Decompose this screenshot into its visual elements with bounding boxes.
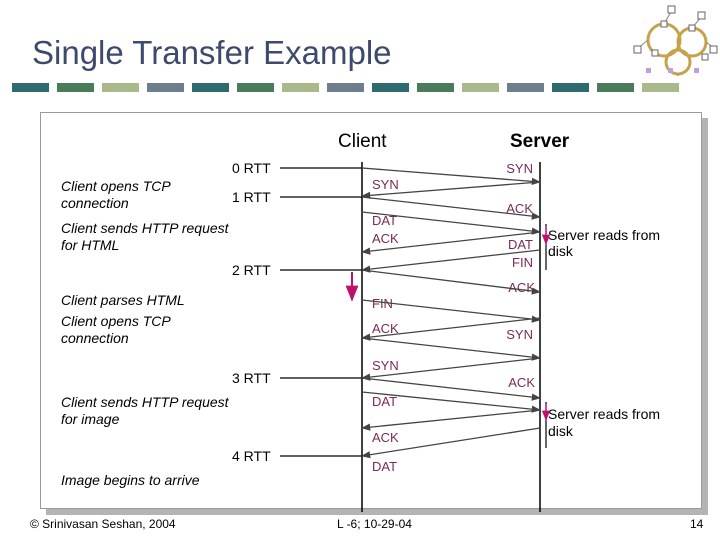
message-label: SYN bbox=[506, 161, 533, 176]
message-label: ACK bbox=[372, 231, 399, 246]
client-note-line: Client sends HTTP request bbox=[61, 394, 230, 410]
rtt-label: 0 RTT bbox=[232, 160, 271, 176]
server-note-line: Server reads from bbox=[548, 406, 660, 422]
page-number: 14 bbox=[690, 517, 703, 531]
message-label: ACK bbox=[508, 280, 535, 295]
client-note-line: for HTML bbox=[61, 237, 119, 253]
message-label: FIN bbox=[512, 255, 533, 270]
footer-lecture-date: L -6; 10-29-04 bbox=[337, 517, 412, 531]
client-note-line: Client sends HTTP request bbox=[61, 220, 230, 236]
message-label: DAT bbox=[508, 237, 533, 252]
message-label: SYN bbox=[372, 358, 399, 373]
message-label: SYN bbox=[372, 177, 399, 192]
server-note-line: disk bbox=[548, 423, 574, 439]
client-note-line: Client opens TCP bbox=[61, 178, 171, 194]
rtt-label: 1 RTT bbox=[232, 189, 271, 205]
message-label: DAT bbox=[372, 394, 397, 409]
rtt-label: 2 RTT bbox=[232, 262, 271, 278]
client-note-line: Image begins to arrive bbox=[61, 472, 200, 488]
client-note-line: connection bbox=[61, 195, 129, 211]
client-note-line: connection bbox=[61, 330, 129, 346]
client-heading: Client bbox=[338, 131, 387, 152]
server-note-line: disk bbox=[548, 243, 574, 259]
message-arrow bbox=[362, 410, 540, 428]
client-note-line: Client parses HTML bbox=[61, 292, 185, 308]
message-label: DAT bbox=[372, 459, 397, 474]
server-heading: Server bbox=[510, 131, 570, 152]
client-note-line: for image bbox=[61, 411, 120, 427]
footer-copyright: © Srinivasan Seshan, 2004 bbox=[30, 517, 176, 531]
client-note-line: Client opens TCP bbox=[61, 313, 171, 329]
rtt-label: 4 RTT bbox=[232, 448, 271, 464]
rtt-label: 3 RTT bbox=[232, 370, 271, 386]
server-note-line: Server reads from bbox=[548, 227, 660, 243]
message-label: ACK bbox=[508, 375, 535, 390]
message-label: ACK bbox=[372, 430, 399, 445]
message-label: SYN bbox=[506, 327, 533, 342]
